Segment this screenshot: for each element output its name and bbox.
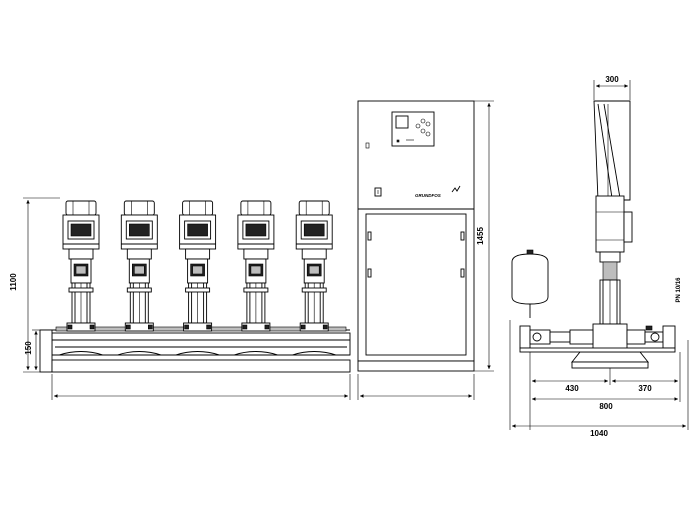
dim-300: 300 bbox=[605, 75, 619, 84]
controller-display bbox=[395, 115, 409, 129]
front-base-frame bbox=[39, 326, 351, 373]
brand-logo: GRUNDFOS bbox=[415, 193, 441, 198]
dimension-lines bbox=[23, 80, 689, 430]
dim-800: 800 bbox=[599, 402, 613, 411]
pump-motor-top bbox=[182, 200, 214, 216]
diaphragm-tank bbox=[511, 253, 549, 305]
pressure-rating: PN 10/16 bbox=[676, 277, 682, 303]
dim-1040: 1040 bbox=[590, 429, 608, 438]
side-view bbox=[511, 100, 676, 369]
pump-motor-top bbox=[298, 200, 330, 216]
control-cabinet: GRUNDFOS bbox=[357, 100, 475, 372]
dim-1100: 1100 bbox=[9, 273, 18, 291]
dim-150: 150 bbox=[24, 341, 33, 355]
pump-motor-top bbox=[240, 200, 272, 216]
dim-1455: 1455 bbox=[476, 227, 485, 245]
pump-motor-top bbox=[65, 200, 97, 216]
pump-row bbox=[58, 200, 337, 356]
pump-motor-top bbox=[123, 200, 155, 216]
dim-430: 430 bbox=[565, 384, 579, 393]
dim-370: 370 bbox=[638, 384, 652, 393]
